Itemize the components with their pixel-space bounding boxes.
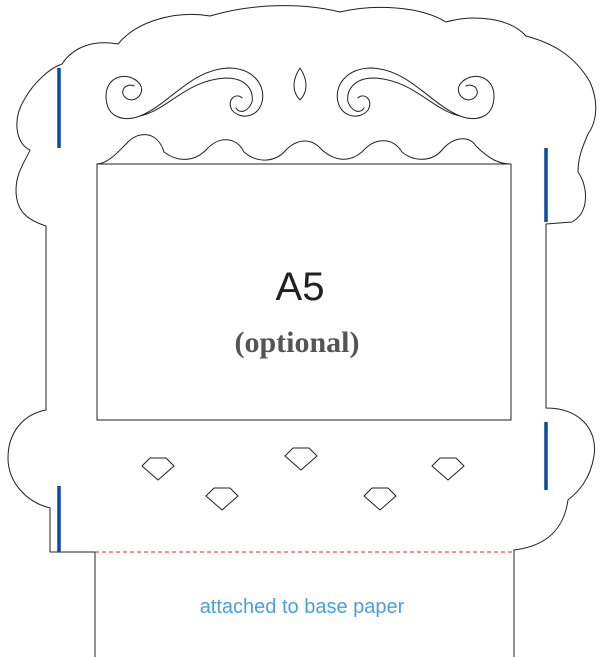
top-scallop-border bbox=[96, 134, 512, 165]
diamond-1 bbox=[141, 457, 175, 481]
left-scroll-ornament bbox=[105, 67, 264, 119]
diamond-2 bbox=[205, 487, 239, 511]
right-scroll-ornament bbox=[336, 67, 495, 119]
center-drop-ornament bbox=[293, 67, 307, 101]
frame-outline bbox=[7, 5, 597, 657]
photo-window bbox=[96, 163, 512, 421]
diamond-3 bbox=[284, 447, 318, 471]
base-paper-label: attached to base paper bbox=[200, 596, 405, 618]
diamond-5 bbox=[431, 457, 465, 481]
optional-label: (optional) bbox=[234, 326, 359, 359]
paper-size-label: A5 bbox=[276, 265, 325, 309]
base-tab-left-edge bbox=[49, 551, 96, 657]
diamond-4 bbox=[363, 487, 397, 511]
